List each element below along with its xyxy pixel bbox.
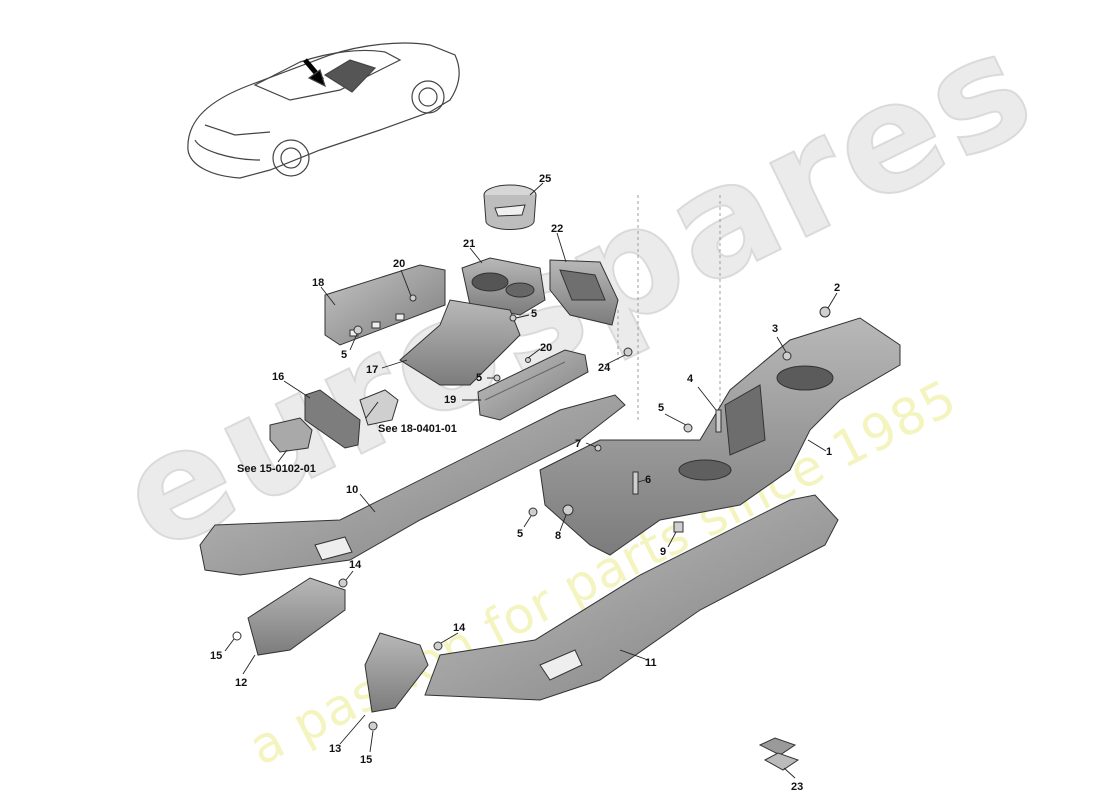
callout-23: 23: [791, 781, 804, 793]
callout-9: 9: [660, 546, 667, 558]
callout-21: 21: [463, 238, 476, 250]
guide-lines: [617, 195, 721, 420]
part-13-bracket: [364, 632, 429, 713]
callout-7: 7: [575, 438, 582, 450]
callout-25: 25: [539, 173, 552, 185]
callout-20: 20: [393, 258, 406, 270]
callout-2: 2: [834, 282, 841, 294]
callout-13: 13: [329, 743, 342, 755]
leader-lines: [224, 182, 838, 779]
reference-15-0102-01: See 15-0102-01: [237, 463, 316, 475]
part-1-center-console: [539, 317, 901, 556]
part-25-cup-insert: [483, 184, 537, 230]
callout-15: 15: [360, 754, 373, 766]
part-21-cup-holder: [461, 257, 546, 316]
fasteners: [232, 294, 831, 731]
callout-18: 18: [312, 277, 325, 289]
callout-5: 5: [517, 528, 524, 540]
callout-19: 19: [444, 394, 457, 406]
callout-1: 1: [826, 446, 833, 458]
callout-8: 8: [555, 530, 562, 542]
part-11-lower-trim: [424, 494, 839, 701]
callout-11: 11: [645, 657, 657, 669]
part-10-trim-panel: [199, 394, 626, 576]
callout-4: 4: [687, 373, 694, 385]
vehicle-overview: [187, 42, 460, 179]
callout-5: 5: [341, 349, 348, 361]
callout-17: 17: [366, 364, 379, 376]
callout-5: 5: [531, 308, 538, 320]
callout-22: 22: [551, 223, 564, 235]
part-19-storage-bin: [477, 349, 589, 421]
callout-16: 16: [272, 371, 285, 383]
callout-10: 10: [346, 484, 359, 496]
callout-5: 5: [658, 402, 665, 414]
callout-24: 24: [598, 362, 611, 374]
callout-5: 5: [476, 372, 483, 384]
part-12-bracket: [247, 577, 346, 656]
callout-14: 14: [349, 559, 362, 571]
callout-12: 12: [235, 677, 248, 689]
part-17-tray: [399, 299, 521, 386]
reference-18-0401-01: See 18-0401-01: [378, 423, 457, 435]
callout-20: 20: [540, 342, 553, 354]
part-23-clip: [758, 737, 800, 771]
callout-14: 14: [453, 622, 466, 634]
part-16-switch-bracket: [269, 389, 399, 453]
callout-6: 6: [645, 474, 652, 486]
callout-3: 3: [772, 323, 779, 335]
part-22-side-panel: [549, 259, 619, 326]
part-18-panel: [324, 264, 446, 346]
callout-15: 15: [210, 650, 223, 662]
